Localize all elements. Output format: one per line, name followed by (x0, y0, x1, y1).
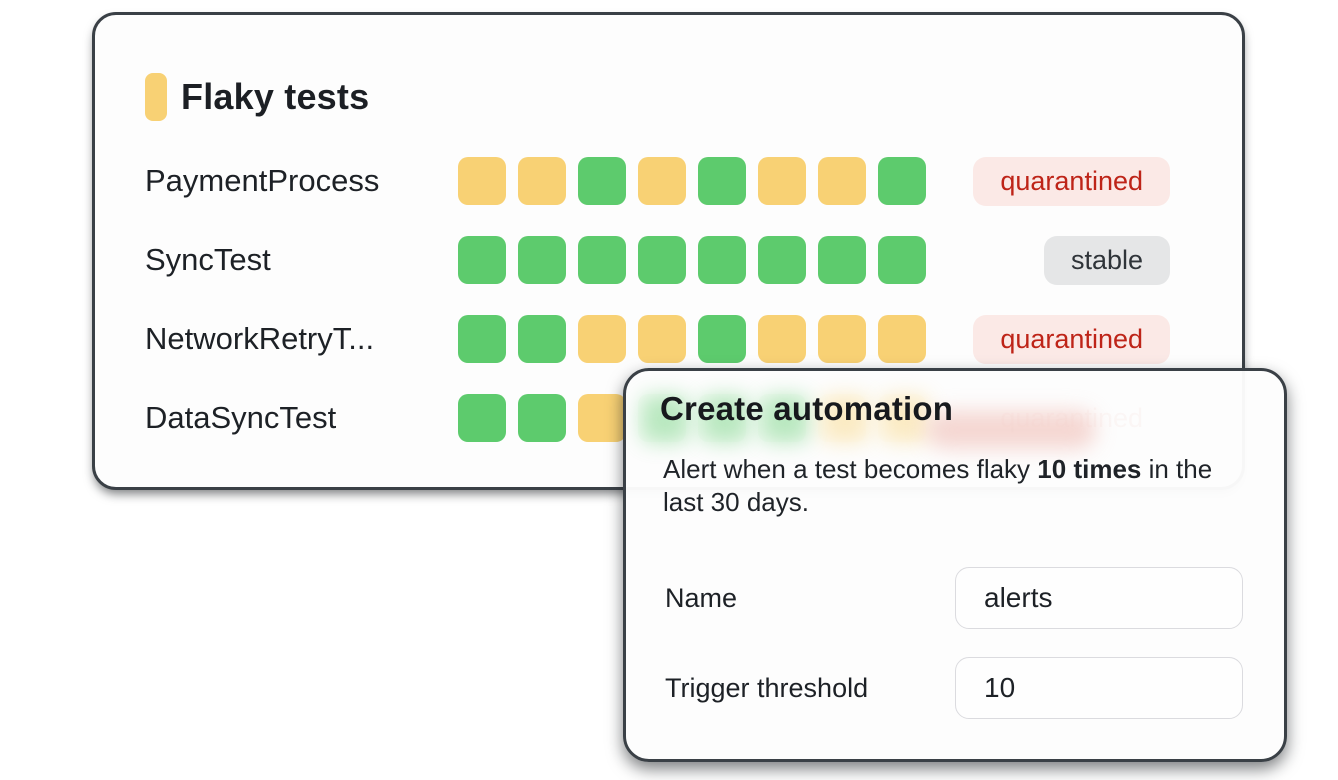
yellow-status-square (818, 157, 866, 205)
green-status-square (458, 394, 506, 442)
yellow-status-square (638, 315, 686, 363)
trigger-threshold-label: Trigger threshold (665, 672, 869, 703)
yellow-accent-bar-icon (145, 73, 167, 121)
green-status-square (518, 236, 566, 284)
yellow-status-square (818, 315, 866, 363)
trigger-threshold-field-row: Trigger threshold (660, 657, 1243, 719)
description-text: in the last 30 days. (663, 454, 1213, 517)
modal-description: Alert when a test becomes flaky 10 times… (663, 453, 1225, 519)
description-text: Alert when a test becomes flaky (663, 454, 1038, 484)
yellow-status-square (458, 157, 506, 205)
test-name: DataSyncTest (145, 400, 337, 435)
yellow-status-square (758, 157, 806, 205)
test-name: PaymentProcess (145, 163, 380, 198)
yellow-status-square (638, 157, 686, 205)
green-status-square (698, 157, 746, 205)
status-badge: quarantined (973, 314, 1170, 364)
green-status-square (518, 315, 566, 363)
frosted-ghost-square (821, 395, 869, 443)
yellow-status-square (578, 315, 626, 363)
status-squares (458, 236, 926, 284)
green-status-square (578, 157, 626, 205)
page-title: Flaky tests (181, 76, 370, 117)
green-status-square (878, 236, 926, 284)
yellow-status-square (758, 315, 806, 363)
green-status-square (698, 236, 746, 284)
frosted-ghost-square (881, 395, 929, 443)
trigger-threshold-input[interactable] (955, 657, 1243, 719)
test-row[interactable]: PaymentProcess quarantined (145, 156, 1170, 206)
create-automation-modal: Create automation Alert when a test beco… (623, 368, 1287, 762)
green-status-square (758, 236, 806, 284)
frosted-ghost-badge (926, 411, 1096, 449)
green-status-square (698, 315, 746, 363)
frosted-ghost-square (761, 395, 809, 443)
frosted-ghost-square (641, 395, 689, 443)
green-status-square (578, 236, 626, 284)
card-header: Flaky tests (145, 73, 1170, 121)
name-field-row: Name (660, 567, 1243, 629)
test-row[interactable]: SyncTest stable (145, 235, 1170, 285)
modal-title: Create automation (660, 390, 954, 427)
status-squares (458, 315, 926, 363)
name-input[interactable] (955, 567, 1243, 629)
green-status-square (458, 236, 506, 284)
status-badge: quarantined (973, 156, 1170, 206)
yellow-status-square (518, 157, 566, 205)
frosted-ghost-square (701, 395, 749, 443)
yellow-status-square (878, 315, 926, 363)
green-status-square (458, 315, 506, 363)
description-threshold-bold: 10 times (1037, 454, 1142, 484)
green-status-square (518, 394, 566, 442)
test-name: NetworkRetryT... (145, 321, 375, 356)
green-status-square (638, 236, 686, 284)
status-badge: stable (1043, 235, 1170, 285)
status-squares (458, 157, 926, 205)
green-status-square (818, 236, 866, 284)
test-name: SyncTest (145, 242, 271, 277)
green-status-square (878, 157, 926, 205)
yellow-status-square (578, 394, 626, 442)
name-label: Name (665, 582, 738, 613)
test-row[interactable]: NetworkRetryT... quarantined (145, 314, 1170, 364)
